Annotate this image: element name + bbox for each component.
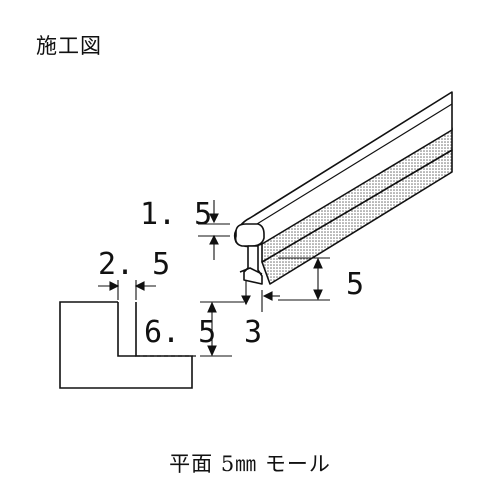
- molding-stem: [243, 245, 263, 285]
- drawing-caption: 平面 5㎜ モール: [169, 452, 331, 476]
- channel-slot: [117, 302, 136, 357]
- dim-label-2-5: 2. 5: [98, 247, 170, 282]
- molding-end-cap: [234, 223, 265, 247]
- channel-section: [59, 301, 196, 389]
- drawing-title: 施工図: [36, 34, 102, 58]
- dim-label-1-5: 1. 5: [140, 197, 212, 232]
- molding-profile: [233, 91, 453, 285]
- dim-label-5: 5: [346, 267, 364, 302]
- dimension-lines: [98, 200, 330, 357]
- dim-label-3: 3: [244, 315, 262, 350]
- dim-label-6-5: 6. 5: [144, 315, 216, 350]
